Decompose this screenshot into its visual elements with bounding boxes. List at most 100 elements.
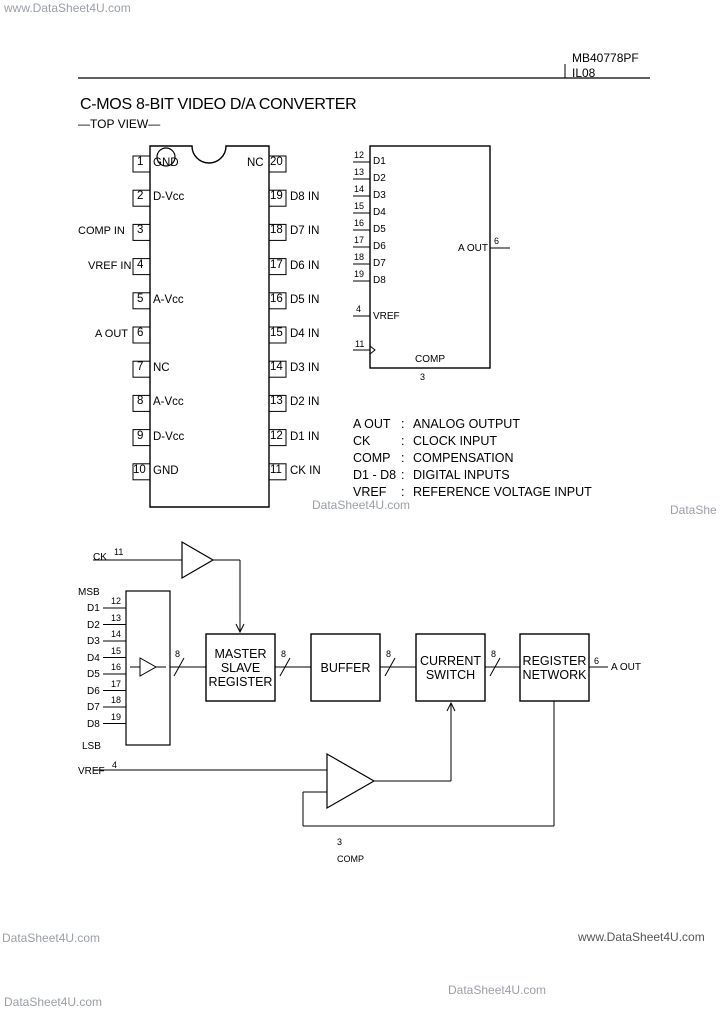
watermark-bottom-left: DataSheet4U.com <box>2 931 101 945</box>
left-pin-name: NC <box>153 362 170 375</box>
right-pin-number: 12 <box>270 429 283 442</box>
right-pin-number: 16 <box>270 292 283 305</box>
logic-vref-num: 4 <box>356 304 362 314</box>
watermark-right-edge: DataShe <box>670 503 717 517</box>
left-pin-number: 10 <box>133 463 146 476</box>
master-slave-register-block: MASTER SLAVE REGISTER <box>206 647 275 689</box>
right-pin-external: D7 IN <box>290 225 320 238</box>
logic-input-number: 18 <box>354 252 365 262</box>
left-pin-name: D-Vcc <box>153 430 185 443</box>
bd-input-number: 17 <box>111 678 122 689</box>
logic-input-name: D5 <box>373 224 386 235</box>
logic-input-name: D6 <box>373 241 386 252</box>
logic-comp-num: 3 <box>420 372 426 382</box>
logic-symbol-box <box>369 145 491 369</box>
logic-comp-label: COMP <box>415 354 445 365</box>
legend-colon: : <box>401 485 405 499</box>
view-label: —TOP VIEW— <box>78 117 161 131</box>
right-pin-number: 18 <box>270 224 283 237</box>
left-pin-number: 1 <box>137 156 144 168</box>
left-pin-number: 9 <box>137 429 144 442</box>
left-pin-box <box>132 189 151 207</box>
bus-width-3: 8 <box>386 649 392 659</box>
bd-aout-num: 6 <box>594 656 600 666</box>
right-pin-number: 13 <box>270 395 283 408</box>
msr-line-3: REGISTER <box>208 675 273 689</box>
bd-ck-label: CK <box>93 552 107 563</box>
left-pin-box <box>132 394 151 412</box>
legend-description: CLOCK INPUT <box>413 434 498 448</box>
page-title: C-MOS 8-BIT VIDEO D/A CONVERTER <box>80 96 357 113</box>
logic-input-name: D4 <box>373 207 386 218</box>
logic-aout-label: A OUT <box>458 243 489 254</box>
right-pin-number: 11 <box>270 463 282 476</box>
logic-input-name: D7 <box>373 258 386 269</box>
left-pin-name: D-Vcc <box>153 191 185 204</box>
bd-input-number: 18 <box>111 695 122 705</box>
right-pin-number: 20 <box>270 156 283 168</box>
bd-input-name: D7 <box>87 702 100 713</box>
switch-line-2: SWITCH <box>425 668 476 682</box>
right-pin-number: 17 <box>270 258 283 271</box>
current-switch-block: CURRENT SWITCH <box>416 654 485 682</box>
legend-symbol: VREF <box>353 485 387 499</box>
right-pin-external: D5 IN <box>290 293 320 306</box>
left-pin-number: 7 <box>137 361 144 374</box>
legend-description: REFERENCE VOLTAGE INPUT <box>413 485 592 499</box>
bd-lsb-label: LSB <box>82 741 101 752</box>
left-pin-number: 2 <box>137 190 144 203</box>
left-pin-external: A OUT <box>95 328 129 340</box>
bd-aout-label: A OUT <box>611 662 642 673</box>
left-pin-number: 8 <box>137 395 144 408</box>
watermark-foot-left: DataSheet4U.com <box>4 995 103 1009</box>
bus-width-2: 8 <box>281 649 287 659</box>
dip-package-outline <box>149 145 270 508</box>
logic-ck-num: 11 <box>355 339 365 349</box>
right-pin-external: CK IN <box>290 464 321 477</box>
right-pin-box <box>268 360 287 378</box>
watermark-mid: DataSheet4U.com <box>312 498 411 512</box>
logic-input-number: 17 <box>354 235 365 245</box>
logic-input-number: 19 <box>354 269 365 279</box>
msr-line-2: SLAVE <box>220 661 261 675</box>
right-pin-box <box>268 326 287 344</box>
left-pin-box <box>132 258 151 276</box>
right-pin-external: D1 IN <box>290 430 320 443</box>
right-pin-external: D8 IN <box>290 191 320 204</box>
msr-line-1: MASTER <box>214 647 267 661</box>
left-pin-box <box>132 155 151 173</box>
legend-description: ANALOG OUTPUT <box>413 417 520 431</box>
input-buffer-block <box>125 590 171 746</box>
right-pin-box <box>268 463 287 481</box>
right-pin-external: D2 IN <box>290 396 320 409</box>
right-pin-box <box>268 155 287 173</box>
legend-colon: : <box>401 468 405 482</box>
bd-input-name: D8 <box>87 718 100 730</box>
legend-colon: : <box>401 451 405 465</box>
watermark-top: www.DataSheet4U.com <box>4 1 131 15</box>
legend-symbol: CK <box>353 434 371 448</box>
legend-description: DIGITAL INPUTS <box>413 468 510 482</box>
logic-input-name: D3 <box>373 190 386 201</box>
right-pin-box <box>268 223 287 241</box>
left-pin-box <box>132 429 151 447</box>
bd-vref-label: VREF <box>78 766 105 777</box>
legend-symbol: A OUT <box>353 417 391 431</box>
bd-input-number: 13 <box>111 612 122 623</box>
left-pin-external: COMP IN <box>78 225 125 238</box>
logic-input-name: D8 <box>373 275 386 286</box>
ck-buffer-triangle <box>181 540 215 580</box>
left-pin-number: 5 <box>137 292 144 305</box>
logic-input-name: D1 <box>373 156 386 167</box>
legend-colon: : <box>401 417 405 431</box>
pin1-dot-icon <box>156 147 176 167</box>
right-pin-external: D4 IN <box>290 328 320 340</box>
left-pin-box <box>132 223 151 241</box>
left-pin-name: A-Vcc <box>153 293 184 306</box>
left-pin-external: VREF IN <box>88 259 132 272</box>
bd-comp-label: COMP <box>337 854 364 864</box>
bd-input-name: D6 <box>87 685 100 697</box>
bus-width-1: 8 <box>175 649 181 659</box>
watermark-bottom-right: www.DataSheet4U.com <box>578 930 705 944</box>
bd-ck-num: 11 <box>114 547 124 557</box>
